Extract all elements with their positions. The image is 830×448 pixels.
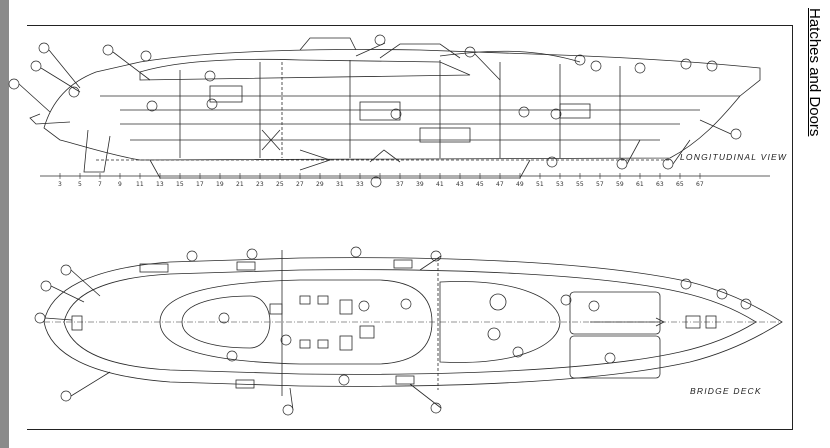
svg-text:25: 25	[276, 181, 284, 188]
svg-text:53: 53	[556, 181, 564, 188]
svg-text:13: 13	[156, 181, 164, 188]
svg-text:49: 49	[516, 181, 524, 188]
svg-text:57: 57	[596, 181, 604, 188]
frame-numbers: 3 5 7 9 11 13 15 17 19 21 23 25 27 29 31 33 37 39…	[58, 181, 704, 188]
svg-text:47: 47	[496, 181, 504, 188]
svg-text:59: 59	[616, 181, 624, 188]
svg-text:17: 17	[196, 181, 204, 188]
frame-border-bottom	[27, 429, 793, 430]
svg-text:61: 61	[636, 181, 644, 188]
svg-text:67: 67	[696, 181, 704, 188]
svg-text:29: 29	[316, 181, 324, 188]
document-page	[9, 0, 830, 448]
svg-text:63: 63	[656, 181, 664, 188]
svg-text:39: 39	[416, 181, 424, 188]
svg-text:27: 27	[296, 181, 304, 188]
viewer-margin-bar	[0, 0, 9, 448]
svg-text:3: 3	[58, 181, 62, 188]
bridge-deck-label: BRIDGE DECK	[690, 386, 762, 396]
svg-text:11: 11	[136, 181, 144, 188]
svg-text:21: 21	[236, 181, 244, 188]
svg-text:43: 43	[456, 181, 464, 188]
longitudinal-view	[8, 34, 770, 188]
svg-text:65: 65	[676, 181, 684, 188]
svg-text:51: 51	[536, 181, 544, 188]
svg-text:45: 45	[476, 181, 484, 188]
frame-border-right	[792, 25, 793, 430]
svg-text:31: 31	[336, 181, 344, 188]
svg-text:9: 9	[118, 181, 122, 188]
frame-border-top	[27, 25, 793, 26]
svg-text:23: 23	[256, 181, 264, 188]
svg-text:5: 5	[78, 181, 82, 188]
hull-outline	[43, 49, 761, 161]
svg-text:19: 19	[216, 181, 224, 188]
svg-text:7: 7	[98, 181, 102, 188]
svg-text:37: 37	[396, 181, 404, 188]
svg-text:55: 55	[576, 181, 584, 188]
longitudinal-view-label: LONGITUDINAL VIEW	[680, 152, 787, 162]
bridge-deck-plan	[34, 246, 783, 416]
svg-text:15: 15	[176, 181, 184, 188]
svg-text:33: 33	[356, 181, 364, 188]
svg-text:41: 41	[436, 181, 444, 188]
